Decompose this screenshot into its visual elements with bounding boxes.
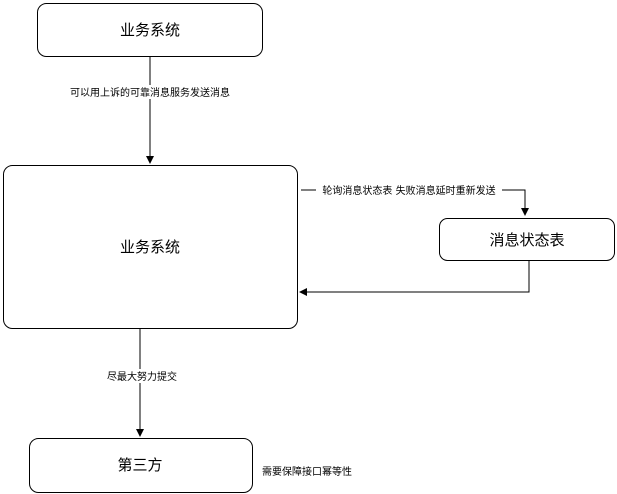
node-business-top[interactable]: 业务系统 bbox=[37, 3, 263, 57]
note-idempotent: 需要保障接口幂等性 bbox=[262, 465, 352, 478]
edge-main-to-third: 尽最大努力提交 bbox=[104, 328, 180, 437]
edge-label-main-to-table: 轮询消息状态表 失败消息延时重新发送 bbox=[322, 184, 495, 197]
node-label: 第三方 bbox=[117, 456, 162, 474]
node-label: 消息状态表 bbox=[489, 231, 564, 249]
edge-main-to-table: 轮询消息状态表 失败消息延时重新发送 bbox=[301, 183, 529, 216]
node-label: 业务系统 bbox=[120, 21, 180, 39]
node-label: 业务系统 bbox=[120, 238, 180, 256]
edge-top-to-main: 可以用上诉的可靠消息服务发送消息 bbox=[66, 56, 236, 164]
node-message-table[interactable]: 消息状态表 bbox=[439, 218, 615, 261]
edge-label-top-to-main: 可以用上诉的可靠消息服务发送消息 bbox=[70, 86, 230, 99]
edge-table-to-main bbox=[299, 260, 530, 296]
node-third-party[interactable]: 第三方 bbox=[29, 438, 253, 493]
node-business-main[interactable]: 业务系统 bbox=[3, 165, 298, 329]
edge-label-main-to-third: 尽最大努力提交 bbox=[107, 370, 177, 383]
